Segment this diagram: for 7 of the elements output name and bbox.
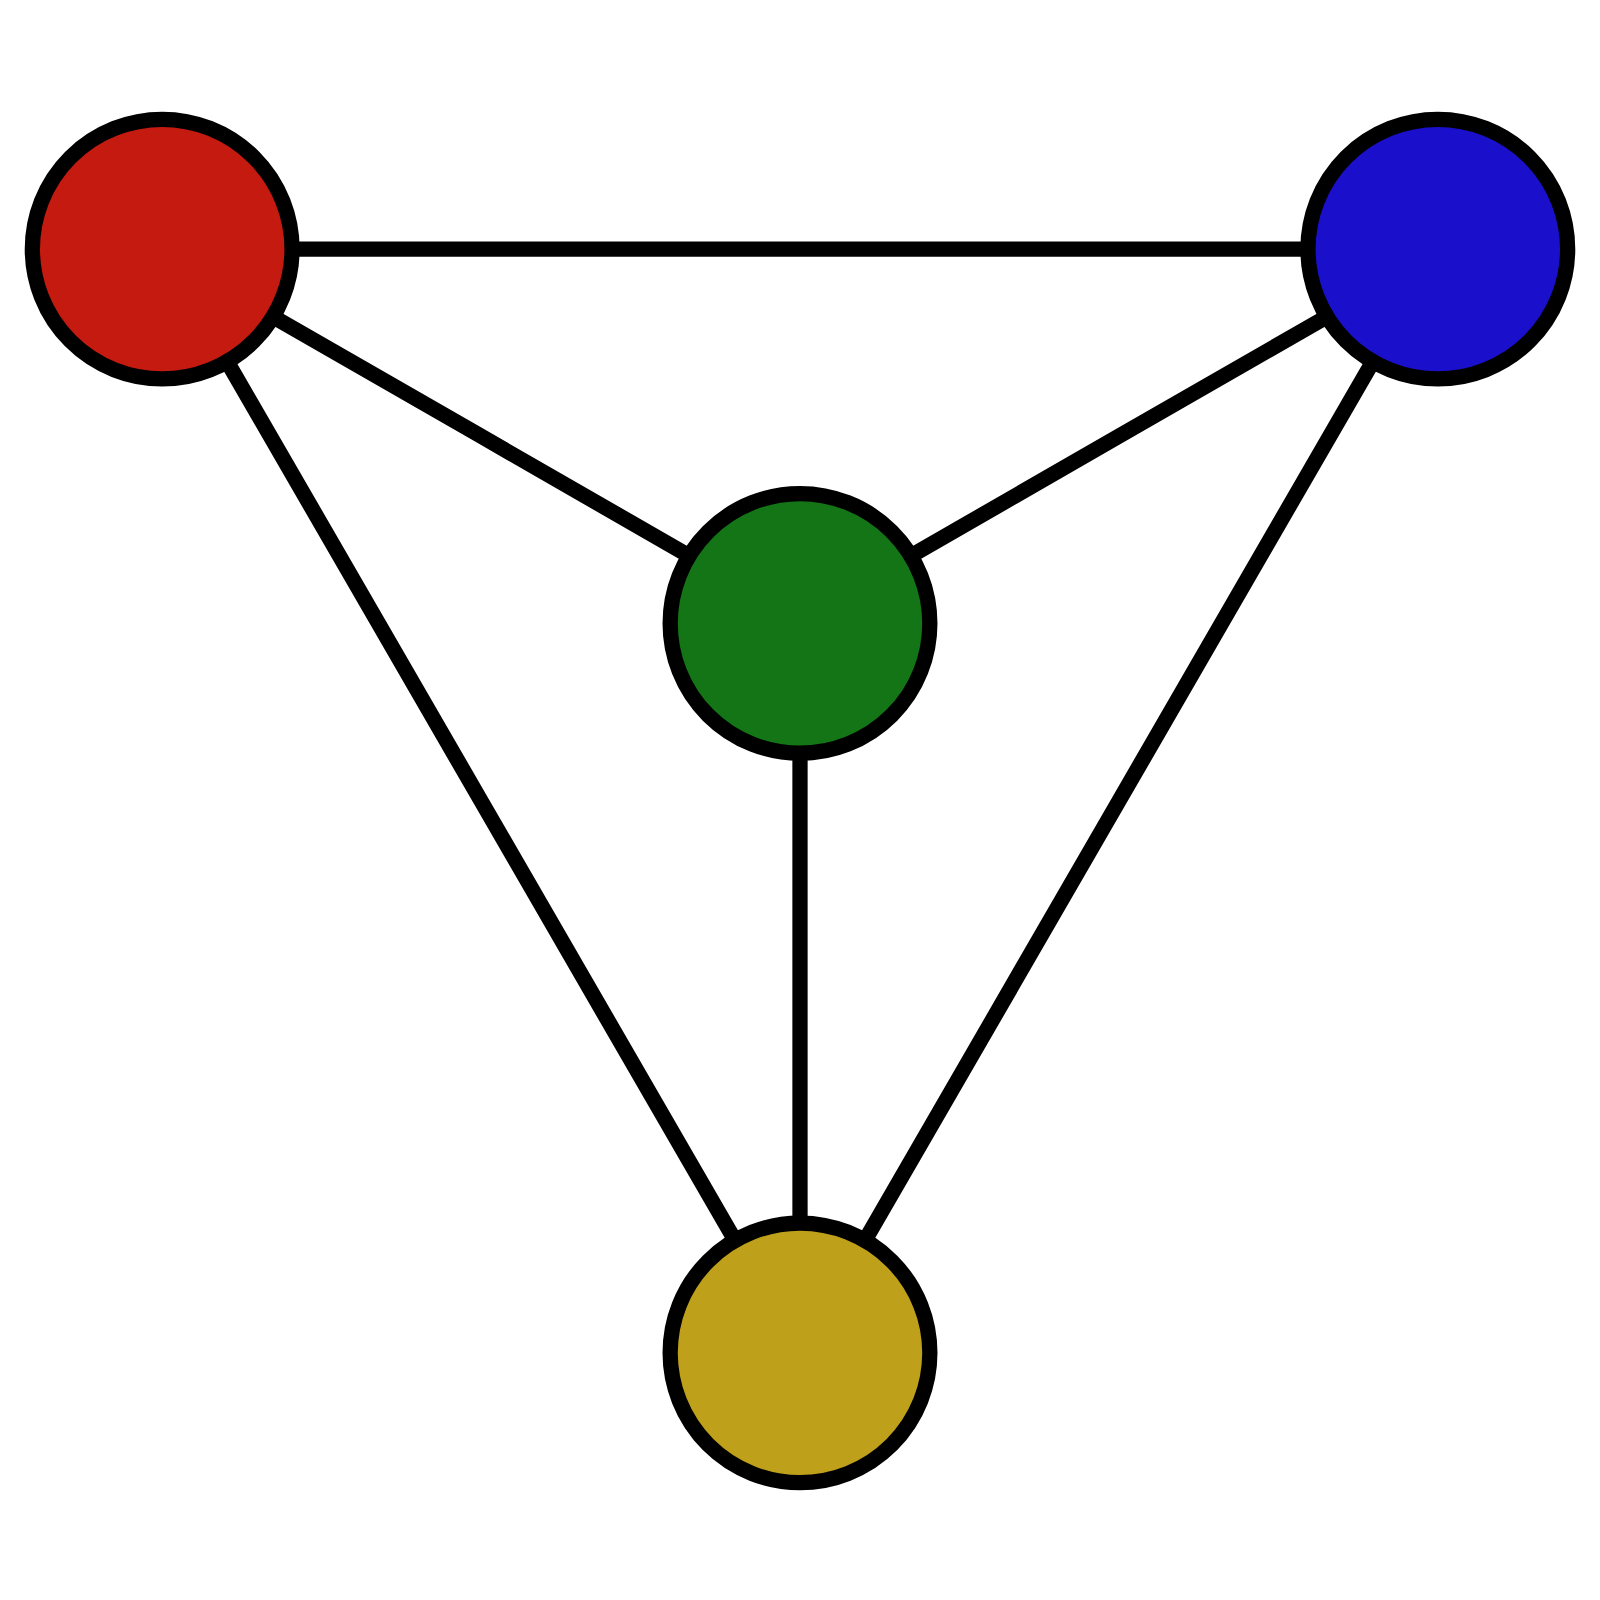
connector <box>907 309 1331 562</box>
node-circle <box>662 484 938 760</box>
node-circle <box>24 110 300 386</box>
node-circle <box>662 1214 938 1490</box>
connector <box>269 309 693 562</box>
node-circle <box>1300 110 1576 386</box>
connector <box>293 240 1307 256</box>
